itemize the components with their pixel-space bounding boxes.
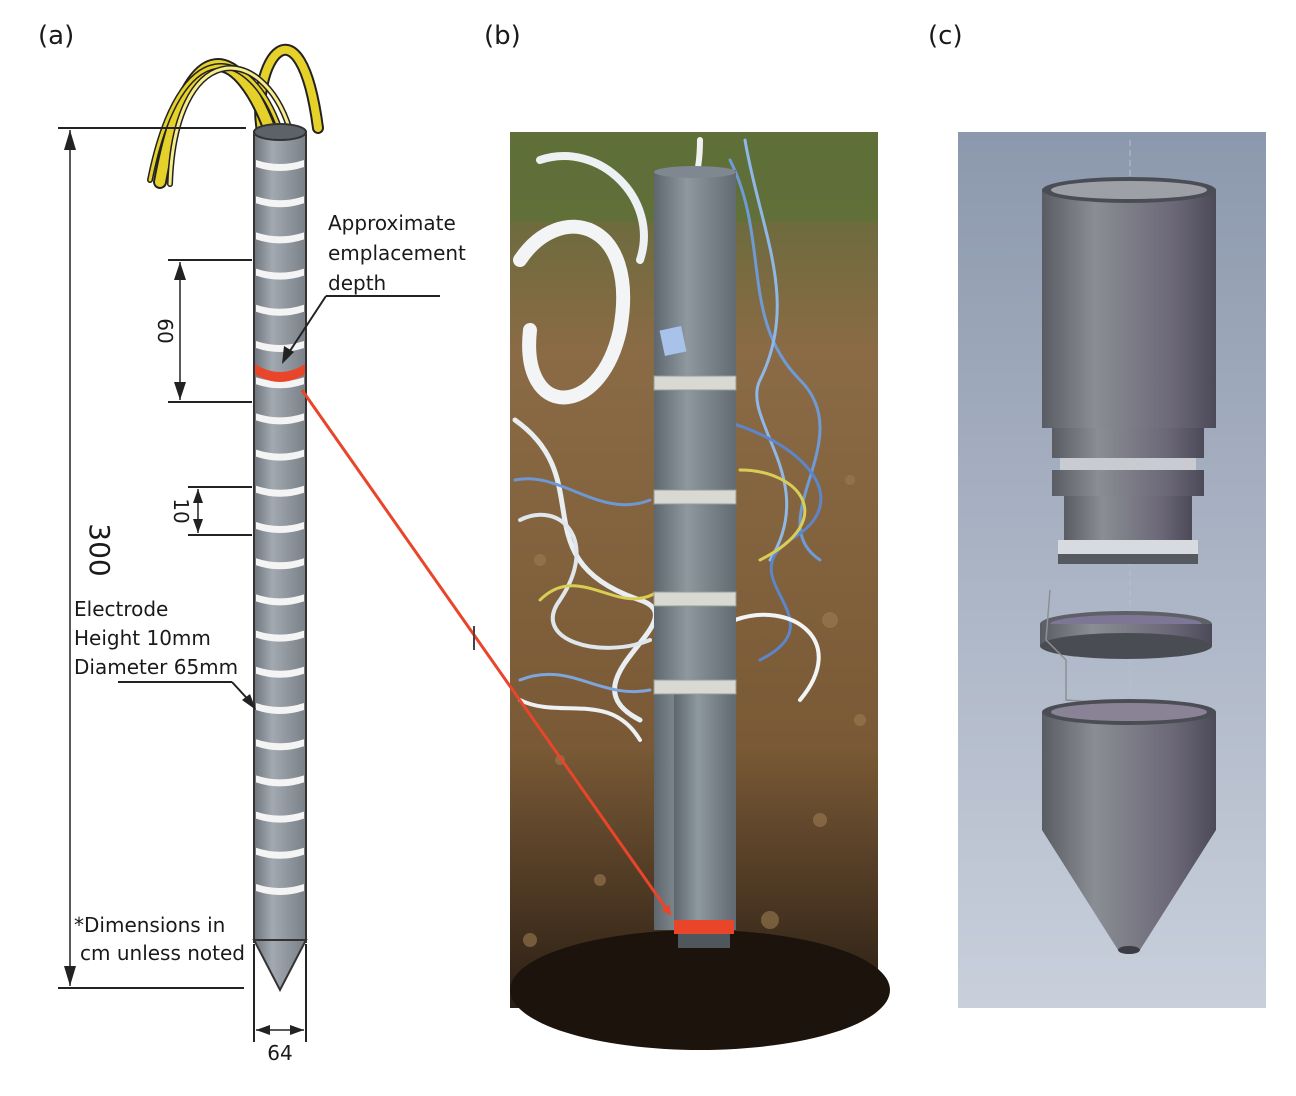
electrode-ring [256,558,304,570]
electrode-ring [256,630,304,642]
electrode-ring [256,196,304,208]
photo-red-ring [674,920,734,934]
electrode-ring [256,449,304,461]
render-cone [1042,830,1216,950]
cad-render [958,132,1266,1008]
probe-diagram: 300 60 10 64 Approximate emplacement dep… [58,43,466,1065]
render-step-5 [1058,540,1198,554]
dim-arrow-diameter-right [290,1025,304,1035]
dim-spacing: 10 [169,498,193,523]
emplacement-leader-arrow [282,346,294,364]
photo-pipe-base [678,934,730,948]
dim-arrow-depth-top [174,262,186,280]
electrode-ring [256,413,304,425]
render-upper-sleeve-inner [1051,181,1207,199]
emplacement-label-line3: depth [328,271,386,295]
photo-cables [512,137,823,742]
electrode-ring [256,522,304,533]
render-upper-sleeve [1042,190,1216,428]
emplacement-label-line2: emplacement [328,241,466,265]
dim-diameter: 64 [267,1041,292,1065]
panel-label-c: (c) [928,21,963,51]
electrode-ring [256,703,304,714]
render-step-4 [1064,496,1192,540]
electrode-ring [256,811,304,823]
electrode-ring [256,739,304,751]
electrode-ring [256,485,304,497]
photo-pipe-lower [674,690,734,930]
photo-blue-tag [659,325,687,357]
dim-arrow-total-top [64,130,76,150]
render-step-6 [1058,554,1198,564]
electrode-ring [256,666,304,678]
probe-top-opening [253,123,307,141]
panel-label-b: (b) [484,21,521,51]
dim-depth: 60 [153,318,177,343]
probe-tube [253,131,307,943]
emplacement-leader [283,295,327,361]
electrode-label-line1: Electrode [74,597,168,621]
render-step-1 [1052,428,1204,458]
electrode-label-line2: Height 10mm [74,626,211,650]
electrode-ring [256,775,304,787]
electrode-ring [256,884,304,895]
dim-arrow-total-bottom [64,966,76,986]
emplacement-label-line1: Approximate [328,211,456,235]
electrode-leader-arrow [242,694,256,710]
dim-total-length: 300 [83,523,116,576]
render-cone-tip [1118,946,1140,954]
electrode-ring [256,304,304,316]
probe-tip [252,939,308,993]
photo-pit-shadow [510,930,890,1050]
electrode-ring [256,847,304,859]
render-lower-sleeve [1042,712,1216,830]
electrode-ring [256,160,304,171]
dims-note-line2: cm unless noted [80,941,245,965]
photo-soil-texture [523,475,866,947]
electrode-ring [256,594,304,606]
dim-arrow-spacing-top [193,489,203,503]
photo-electrode-bands [653,375,737,695]
emplacement-connector-arrow [300,389,672,916]
dim-arrow-spacing-bottom [193,519,203,533]
probe-cables [147,43,324,189]
dims-note-line1: *Dimensions in [74,913,225,937]
panel-label-a: (a) [38,21,74,51]
dim-arrow-depth-bottom [174,382,186,400]
electrode-ring [256,268,304,280]
dim-arrow-diameter-left [256,1025,270,1035]
electrode-ring [256,377,304,389]
render-step-2 [1060,458,1196,470]
electrode-rings [256,160,304,895]
emplacement-marker-ring [255,364,305,382]
field-photo [510,132,890,1050]
render-lower-sleeve-inner [1051,703,1207,721]
render-ring-bottom [1040,633,1212,659]
photo-pipe-top [654,166,736,178]
electrode-ring [256,232,304,244]
render-step-3 [1052,470,1204,496]
electrode-label-line3: Diameter 65mm [74,655,238,679]
